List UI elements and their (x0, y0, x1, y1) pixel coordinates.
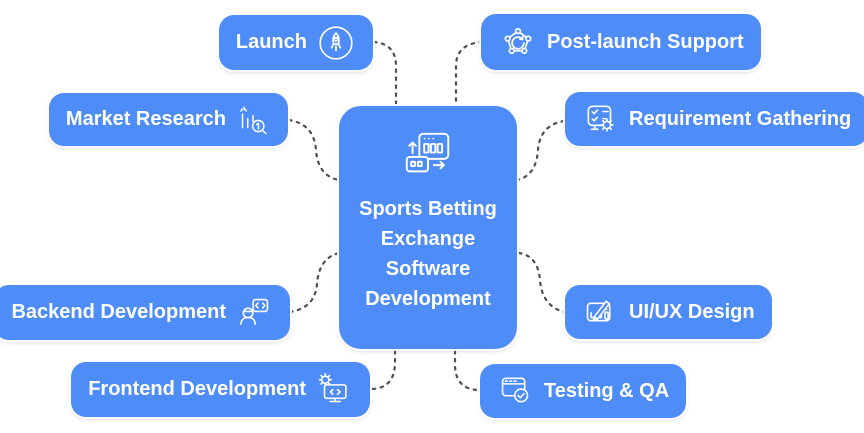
connector-uiux-center (517, 251, 566, 314)
node-requirement-gathering: Requirement Gathering (565, 92, 864, 146)
node-backend-development: Backend Development (0, 285, 290, 340)
node-market-research: Market Research (48, 93, 288, 146)
node-requirement-gathering-label: Requirement Gathering (629, 107, 852, 130)
node-backend-development-label: Backend Development (11, 301, 226, 323)
connector-testing-center (453, 325, 480, 392)
node-post-launch-support-label: Post-launch Support (547, 30, 744, 53)
gear-monitor-icon (315, 371, 353, 409)
chart-search-icon (235, 102, 271, 138)
connector-postlaunch-center (454, 40, 484, 108)
node-post-launch-support: Post-launch Support (481, 14, 761, 70)
node-frontend-development-label: Frontend Development (88, 378, 306, 400)
node-frontend-development: Frontend Development (71, 362, 370, 417)
connector-backend-center (288, 251, 341, 314)
node-testing-qa: Testing & QA (480, 364, 687, 418)
node-testing-qa-label: Testing & QA (544, 379, 670, 402)
connector-launch-center (372, 40, 398, 108)
node-central: Sports Betting Exchange Software Develop… (339, 106, 517, 349)
connector-frontend-center (370, 325, 397, 391)
node-central-label: Sports Betting Exchange Software Develop… (359, 198, 497, 310)
node-uiux-design: UI/UX Design (565, 285, 772, 339)
developer-code-icon (235, 294, 273, 332)
connector-market-center (287, 118, 341, 182)
node-launch-label: Launch (235, 31, 307, 53)
design-pencil-icon (582, 293, 620, 331)
node-launch: Launch (218, 15, 373, 70)
node-market-research-label: Market Research (65, 108, 226, 130)
connector-requirement-center (515, 119, 566, 182)
node-uiux-design-label: UI/UX Design (629, 300, 755, 323)
browser-check-icon (497, 372, 535, 410)
rocket-icon (316, 23, 356, 63)
network-refresh-icon (498, 22, 538, 62)
software-exchange-icon (399, 128, 457, 182)
checklist-gear-icon (582, 100, 620, 138)
